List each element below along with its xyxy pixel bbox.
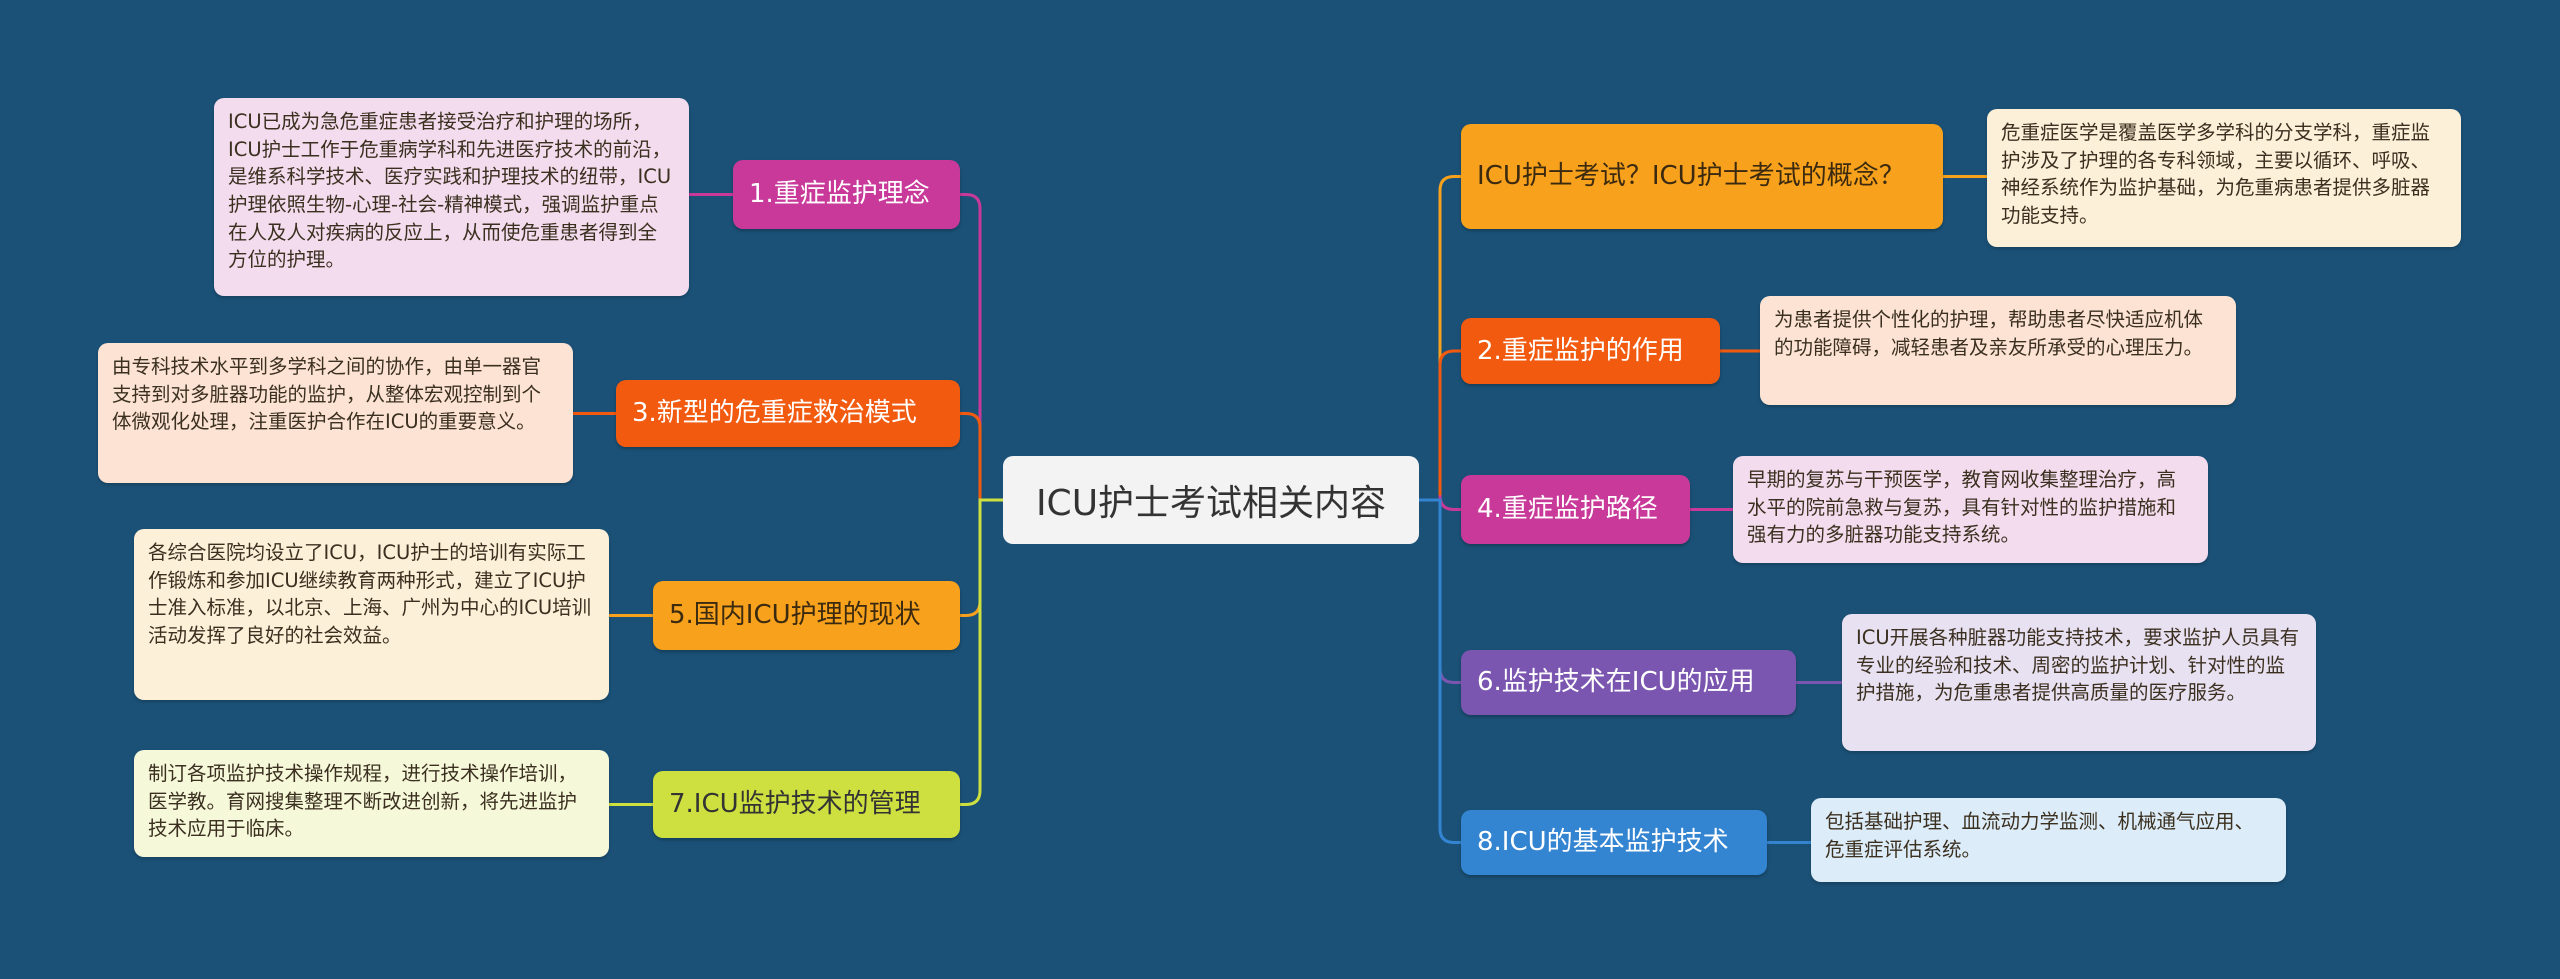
left-branch-link [960,498,1003,806]
right-branch-link [1419,498,1461,844]
branch-1-critical-care-concept[interactable]: 1.重症监护理念 [733,160,960,229]
branch-2-role-of-critical-care[interactable]: 2.重症监护的作用 [1461,318,1720,384]
branch-2-detail: 为患者提供个性化的护理，帮助患者尽快适应机体的功能障碍，减轻患者及亲友所承受的心… [1760,296,2236,405]
branch-7-technique-management[interactable]: 7.ICU监护技术的管理 [653,771,960,838]
right-branch-link [1419,175,1461,502]
branch-6-monitoring-in-icu[interactable]: 6.监护技术在ICU的应用 [1461,650,1796,715]
branch-5-detail: 各综合医院均设立了ICU，ICU护士的培训有实际工作锻炼和参加ICU继续教育两种… [134,529,609,700]
left-branch-link [960,193,1003,502]
branch-5-domestic-icu-status[interactable]: 5.国内ICU护理的现状 [653,581,960,650]
branch-8-detail: 包括基础护理、血流动力学监测、机械通气应用、危重症评估系统。 [1811,798,2286,882]
branch-8-basic-monitoring[interactable]: 8.ICU的基本监护技术 [1461,810,1767,875]
branch-1-detail: ICU已成为急危重症患者接受治疗和护理的场所，ICU护士工作于危重病学科和先进医… [214,98,689,296]
branch-4-care-pathway[interactable]: 4.重症监护路径 [1461,475,1690,544]
right-branch-link [1419,495,1461,511]
branch-6-detail: ICU开展各种脏器功能支持技术，要求监护人员具有专业的经验和技术、周密的监护计划… [1842,614,2316,751]
branch-exam-concept[interactable]: ICU护士考试？ICU护士考试的概念？ [1461,124,1943,229]
branch-3-new-treatment-model[interactable]: 3.新型的危重症救治模式 [616,380,960,447]
central-topic[interactable]: ICU护士考试相关内容 [1003,456,1419,544]
branch-4-detail: 早期的复苏与干预医学，教育网收集整理治疗，高水平的院前急救与复苏，具有针对性的监… [1733,456,2208,563]
branch-7-detail: 制订各项监护技术操作规程，进行技术操作培训，医学教。育网搜集整理不断改进创新，将… [134,750,609,857]
left-branch-link [960,412,1003,502]
branch-3-detail: 由专科技术水平到多学科之间的协作，由单一器官支持到对多脏器功能的监护，从整体宏观… [98,343,573,483]
right-branch-link [1419,349,1461,502]
branch-exam-concept-detail: 危重症医学是覆盖医学多学科的分支学科，重症监护涉及了护理的各专科领域，主要以循环… [1987,109,2461,247]
